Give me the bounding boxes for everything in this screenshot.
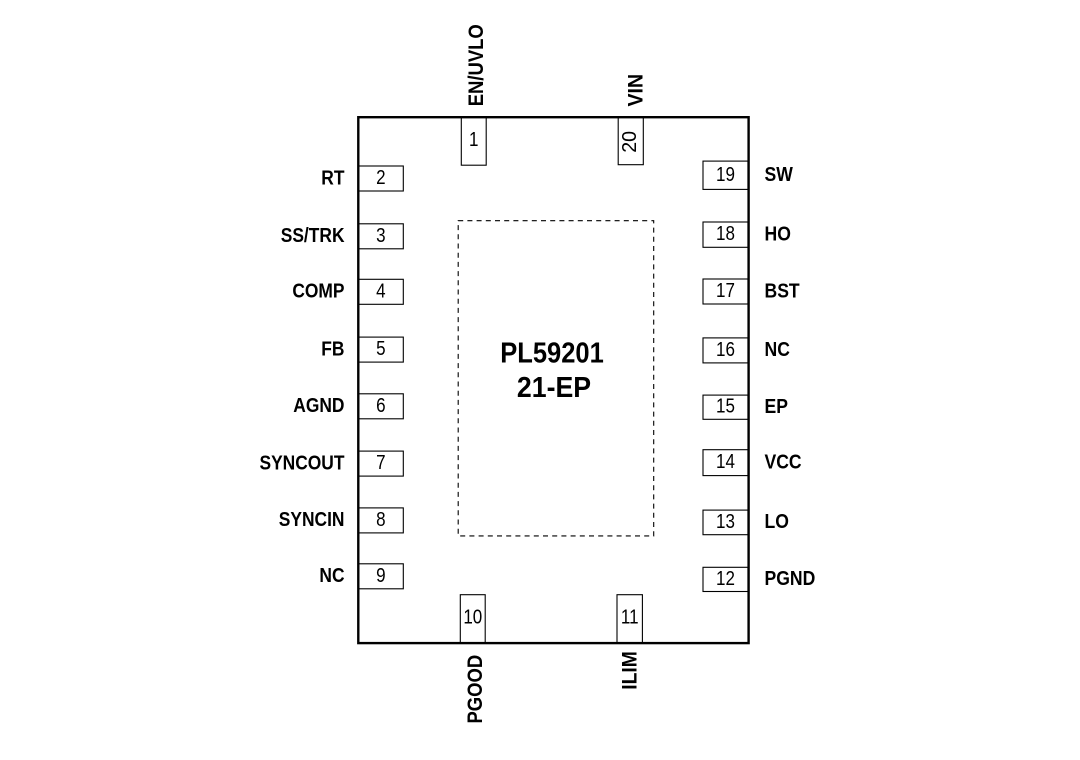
svg-text:SYNCIN: SYNCIN: [279, 508, 345, 530]
svg-text:LO: LO: [765, 510, 789, 532]
svg-text:15: 15: [716, 394, 735, 417]
svg-text:17: 17: [716, 279, 735, 302]
svg-text:19: 19: [716, 162, 735, 185]
svg-text:BST: BST: [765, 279, 801, 301]
svg-text:13: 13: [716, 510, 735, 533]
svg-text:COMP: COMP: [292, 279, 344, 301]
svg-text:10: 10: [463, 605, 482, 628]
svg-text:11: 11: [621, 605, 639, 628]
svg-text:EP: EP: [765, 395, 788, 417]
svg-text:6: 6: [376, 393, 385, 416]
svg-text:NC: NC: [319, 564, 345, 586]
svg-text:8: 8: [376, 508, 385, 531]
svg-text:SS/TRK: SS/TRK: [281, 224, 345, 246]
svg-text:VCC: VCC: [765, 450, 803, 472]
svg-text:4: 4: [376, 279, 385, 302]
svg-text:ILIM: ILIM: [619, 651, 642, 690]
svg-text:EN/UVLO: EN/UVLO: [465, 24, 488, 106]
svg-text:PGND: PGND: [765, 567, 816, 589]
svg-text:PL59201: PL59201: [500, 336, 604, 369]
svg-text:14: 14: [716, 450, 735, 473]
svg-text:SYNCOUT: SYNCOUT: [259, 451, 345, 473]
svg-text:1: 1: [469, 128, 478, 151]
svg-text:NC: NC: [765, 338, 791, 360]
svg-text:12: 12: [716, 567, 735, 590]
svg-text:18: 18: [716, 222, 735, 245]
svg-text:21-EP: 21-EP: [517, 371, 591, 403]
svg-text:RT: RT: [321, 166, 345, 188]
svg-text:2: 2: [376, 166, 385, 189]
svg-text:FB: FB: [321, 337, 344, 359]
svg-text:SW: SW: [765, 163, 794, 185]
svg-text:16: 16: [716, 338, 735, 361]
svg-text:5: 5: [376, 337, 385, 360]
svg-text:HO: HO: [765, 222, 791, 244]
svg-text:9: 9: [376, 563, 385, 586]
svg-text:PGOOD: PGOOD: [464, 655, 487, 724]
svg-text:AGND: AGND: [293, 394, 344, 416]
svg-text:7: 7: [376, 451, 385, 474]
svg-text:3: 3: [376, 223, 385, 246]
svg-text:20: 20: [619, 131, 641, 153]
svg-text:VIN: VIN: [625, 74, 648, 107]
